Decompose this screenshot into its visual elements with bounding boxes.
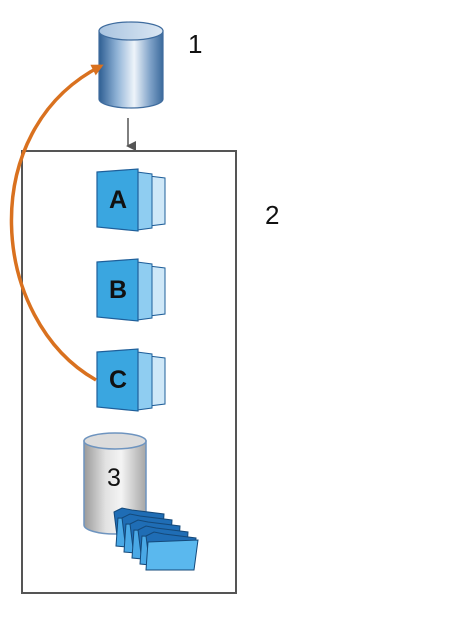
- snapshot-a: A: [96, 168, 166, 232]
- container-label: 2: [265, 200, 279, 230]
- snapshot-b: B: [96, 258, 166, 322]
- snapshot-letter: C: [109, 366, 127, 394]
- snapshot-letter: B: [109, 276, 127, 304]
- snapshot-c: C: [96, 348, 166, 412]
- inner-volume-label: 3: [107, 464, 121, 492]
- snapshot-letter: A: [109, 186, 127, 214]
- source-volume-cylinder-icon: [98, 21, 164, 109]
- snapshot-stack-icon: [96, 348, 166, 412]
- source-volume-label: 1: [188, 29, 202, 59]
- container-frame: [21, 150, 237, 594]
- snapshot-stack-icon: [96, 168, 166, 232]
- snapshot-stack-icon: [96, 258, 166, 322]
- restore-arrow: [9, 64, 104, 382]
- folder-stack-icon: [113, 507, 199, 571]
